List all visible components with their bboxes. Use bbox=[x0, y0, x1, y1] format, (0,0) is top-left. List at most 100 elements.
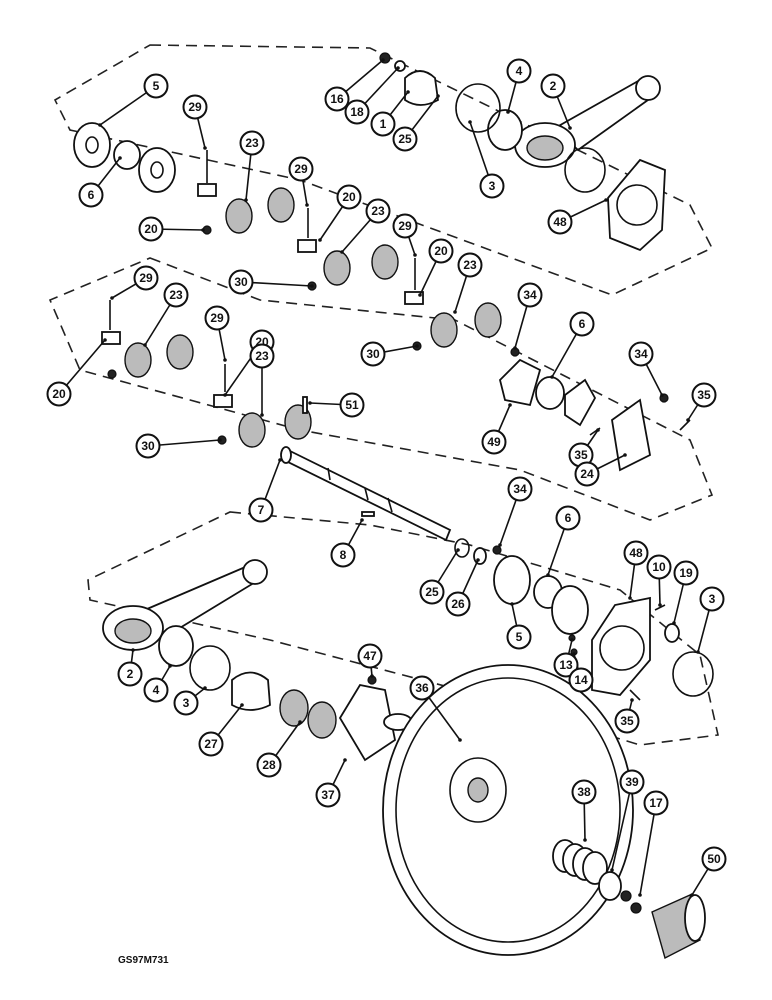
callout-23: 23 bbox=[163, 282, 189, 308]
callout-bubble bbox=[646, 554, 672, 580]
callout-bubble bbox=[673, 560, 699, 586]
leader-tip bbox=[690, 893, 694, 897]
callout-bubble bbox=[445, 591, 471, 617]
callout-number: 34 bbox=[513, 482, 527, 496]
callout-48: 48 bbox=[623, 540, 649, 566]
callout-23: 23 bbox=[249, 343, 275, 369]
callout-number: 23 bbox=[371, 204, 385, 218]
callout-10: 10 bbox=[646, 554, 672, 580]
callout-bubble bbox=[117, 661, 143, 687]
callout-number: 2 bbox=[550, 79, 557, 93]
leader-tip bbox=[696, 650, 700, 654]
callout-number: 34 bbox=[634, 347, 648, 361]
callout-number: 3 bbox=[183, 696, 190, 710]
leader-tip bbox=[686, 418, 690, 422]
callout-bubble bbox=[256, 752, 282, 778]
callout-number: 48 bbox=[629, 546, 643, 560]
leader-tip bbox=[203, 686, 207, 690]
callout-20: 20 bbox=[46, 381, 72, 407]
callout-number: 6 bbox=[88, 188, 95, 202]
connecting-rod-lower bbox=[102, 559, 268, 691]
group-outlines bbox=[48, 44, 719, 746]
callout-number: 16 bbox=[330, 92, 344, 106]
leader-tip bbox=[260, 413, 264, 417]
callout-bubble bbox=[506, 624, 532, 650]
callout-number: 26 bbox=[451, 597, 465, 611]
callout-number: 29 bbox=[210, 311, 224, 325]
callout-number: 37 bbox=[321, 788, 335, 802]
callout-bubble bbox=[457, 252, 483, 278]
callout-3: 3 bbox=[173, 690, 199, 716]
lower-group-outline bbox=[87, 511, 719, 746]
callout-bubble bbox=[288, 156, 314, 182]
leader-tip bbox=[318, 238, 322, 242]
leader-tip bbox=[508, 403, 512, 407]
callout-bubble bbox=[699, 586, 725, 612]
callout-5: 5 bbox=[143, 73, 169, 99]
callout-number: 7 bbox=[258, 503, 265, 517]
callout-number: 1 bbox=[380, 117, 387, 131]
callout-number: 20 bbox=[144, 222, 158, 236]
callout-bubble bbox=[547, 209, 573, 235]
callout-5: 5 bbox=[506, 624, 532, 650]
callout-number: 29 bbox=[294, 162, 308, 176]
leader-tip bbox=[583, 838, 587, 842]
callout-number: 23 bbox=[255, 349, 269, 363]
leader-tip bbox=[468, 120, 472, 124]
leader-tip bbox=[305, 203, 309, 207]
callout-number: 29 bbox=[139, 271, 153, 285]
callout-14: 14 bbox=[568, 667, 594, 693]
key bbox=[361, 511, 375, 517]
callout-19: 19 bbox=[673, 560, 699, 586]
callout-bubble bbox=[330, 542, 356, 568]
callout-29: 29 bbox=[182, 94, 208, 120]
callout-6: 6 bbox=[555, 505, 581, 531]
callout-number: 3 bbox=[709, 592, 716, 606]
callout-23: 23 bbox=[239, 130, 265, 156]
callout-30: 30 bbox=[360, 341, 386, 367]
callout-number: 38 bbox=[577, 785, 591, 799]
callout-1: 1 bbox=[370, 111, 396, 137]
callout-bubble bbox=[173, 690, 199, 716]
callout-bubble bbox=[479, 173, 505, 199]
callout-26: 26 bbox=[445, 591, 471, 617]
leader-tip bbox=[203, 146, 207, 150]
callout-number: 6 bbox=[565, 511, 572, 525]
callout-3: 3 bbox=[699, 586, 725, 612]
leader-tip bbox=[298, 720, 302, 724]
callout-number: 20 bbox=[342, 190, 356, 204]
flange-plate-b bbox=[138, 147, 176, 193]
callout-bubble bbox=[133, 265, 159, 291]
callout-29: 29 bbox=[392, 213, 418, 239]
callout-bubble bbox=[163, 282, 189, 308]
bearing-upper-left bbox=[113, 140, 141, 170]
callout-bubble bbox=[78, 182, 104, 208]
leader-tip bbox=[610, 868, 614, 872]
callout-bubble bbox=[182, 94, 208, 120]
callout-bubble bbox=[409, 675, 435, 701]
callout-6: 6 bbox=[569, 311, 595, 337]
callout-bubble bbox=[370, 111, 396, 137]
callout-38: 38 bbox=[571, 779, 597, 805]
callout-bubble bbox=[360, 341, 386, 367]
leader-tip bbox=[513, 346, 517, 350]
callout-number: 25 bbox=[398, 132, 412, 146]
callout-number: 2 bbox=[127, 667, 134, 681]
callout-bubble bbox=[571, 779, 597, 805]
leader-tip bbox=[340, 250, 344, 254]
callout-4: 4 bbox=[143, 677, 169, 703]
leader-tip bbox=[506, 110, 510, 114]
leader-tip bbox=[118, 156, 122, 160]
callout-bubble bbox=[428, 238, 454, 264]
connecting-rod-upper bbox=[514, 75, 661, 168]
callout-30: 30 bbox=[228, 269, 254, 295]
callout-bubble bbox=[392, 126, 418, 152]
callout-23: 23 bbox=[457, 252, 483, 278]
callout-number: 18 bbox=[350, 105, 364, 119]
callout-number: 23 bbox=[169, 288, 183, 302]
callout-bubble bbox=[623, 540, 649, 566]
callout-number: 51 bbox=[345, 398, 359, 412]
callout-bubble bbox=[614, 708, 640, 734]
callout-7: 7 bbox=[248, 497, 274, 523]
